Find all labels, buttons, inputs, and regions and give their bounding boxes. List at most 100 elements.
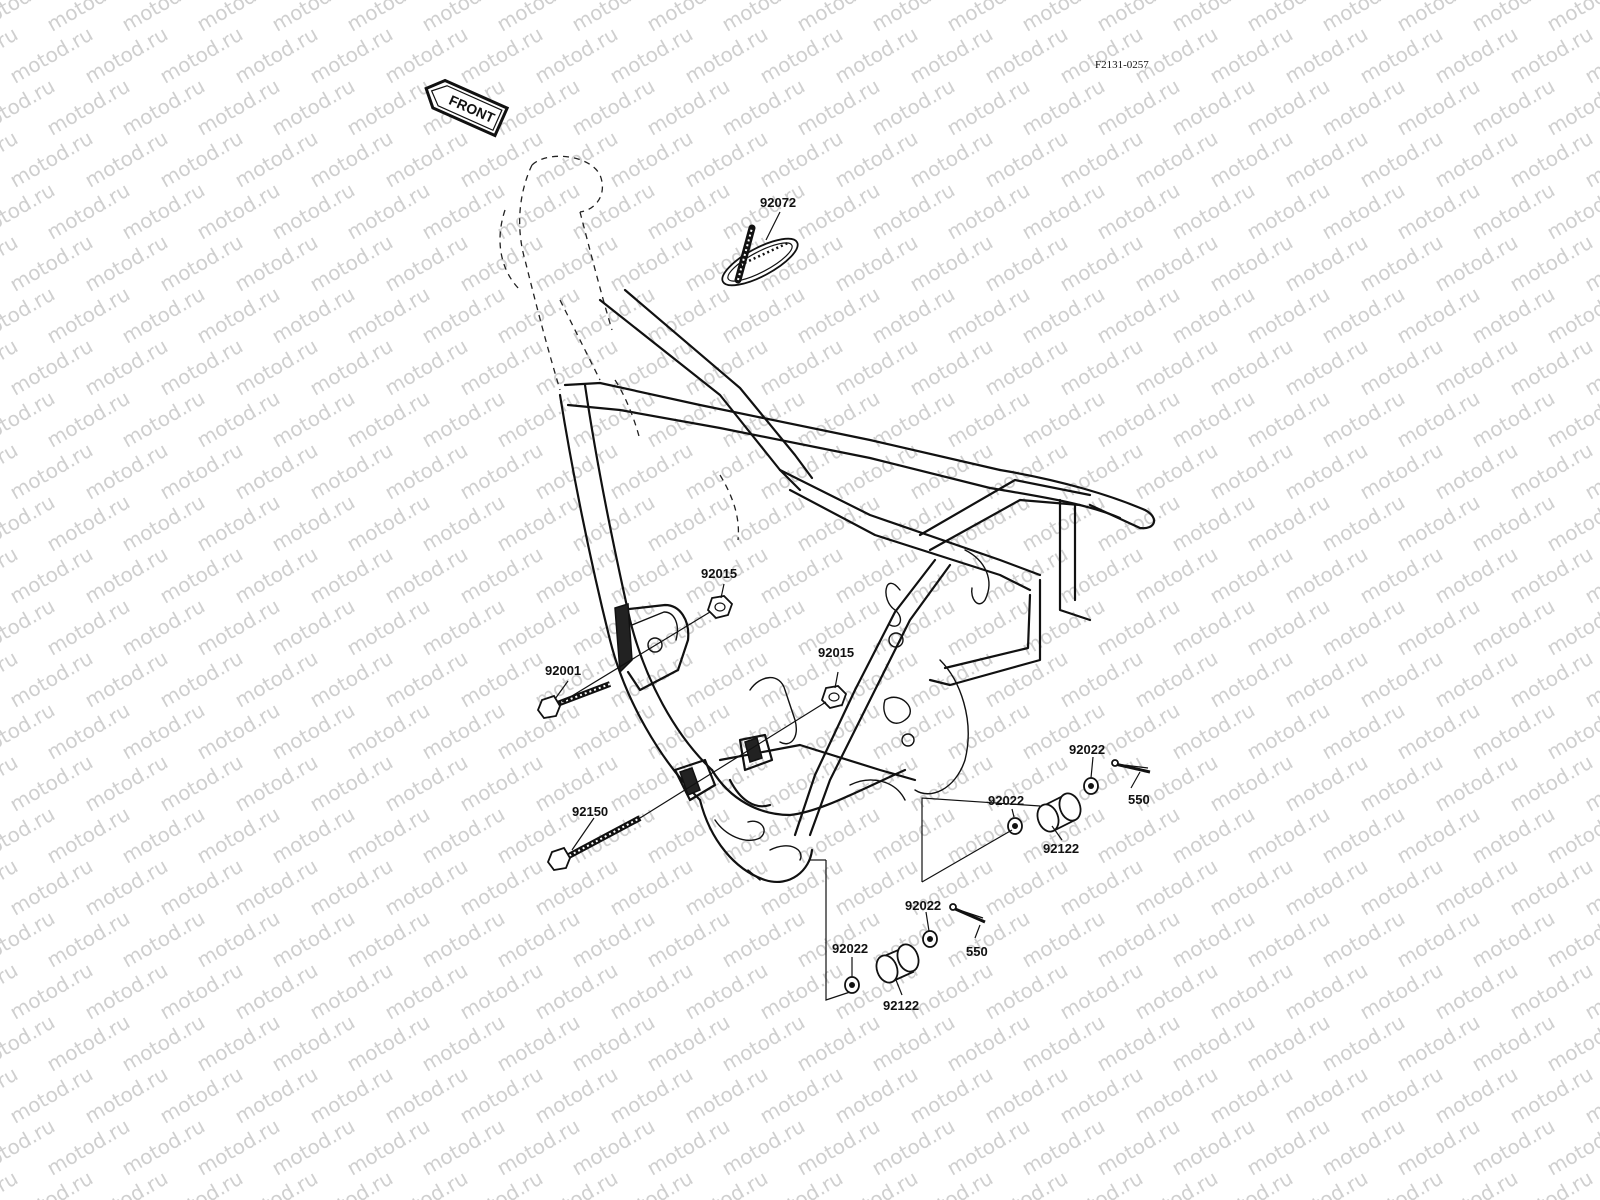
watermark-text: motod.ru — [268, 386, 359, 453]
watermark-text: motod.ru — [1093, 802, 1184, 869]
watermark-text: motod.ru — [43, 802, 134, 869]
watermark-text: motod.ru — [118, 74, 209, 141]
watermark-text: motod.ru — [793, 698, 884, 765]
watermark-text: motod.ru — [568, 386, 659, 453]
watermark-text: motod.ru — [493, 178, 584, 245]
watermark-text: motod.ru — [268, 74, 359, 141]
watermark-text: motod.ru — [718, 282, 809, 349]
watermark-text: motod.ru — [1243, 178, 1334, 245]
watermark-text: motod.ru — [118, 802, 209, 869]
watermark-text: motod.ru — [193, 178, 284, 245]
watermark-text: motod.ru — [43, 594, 134, 661]
watermark-text: motod.ru — [493, 1010, 584, 1077]
watermark-text: motod.ru — [1468, 906, 1559, 973]
watermark-text: motod.ru — [1318, 802, 1409, 869]
watermark-text: motod.ru — [868, 74, 959, 141]
bushing-set-right — [1007, 759, 1151, 835]
watermark-text: motod.ru — [868, 802, 959, 869]
watermark-text: motod.ru — [943, 698, 1034, 765]
watermark-text: motod.ru — [568, 74, 659, 141]
watermark-text: motod.ru — [1468, 1010, 1559, 1077]
watermark-text: motod.ru — [793, 282, 884, 349]
watermark-text: motod.ru — [118, 282, 209, 349]
drawing-code: F2131-0257 — [1095, 59, 1149, 71]
watermark-text: motod.ru — [1243, 698, 1334, 765]
watermark-text: motod.ru — [643, 74, 734, 141]
watermark-text: motod.ru — [193, 1010, 284, 1077]
watermark-text: motod.ru — [418, 1010, 509, 1077]
watermark-text: motod.ru — [43, 386, 134, 453]
watermark-text: motod.ru — [793, 1114, 884, 1181]
callout-92022-lower-left: 92022 — [832, 941, 868, 956]
watermark-text: motod.ru — [1468, 386, 1559, 453]
watermark-text: motod.ru — [493, 1114, 584, 1181]
watermark-text: motod.ru — [43, 698, 134, 765]
watermark-text: motod.ru — [943, 802, 1034, 869]
watermark-text: motod.ru — [793, 178, 884, 245]
watermark-text: motod.ru — [493, 386, 584, 453]
watermark-text: motod.ru — [1018, 1010, 1109, 1077]
watermark-text: motod.ru — [493, 594, 584, 661]
watermark-text: motod.ru — [1018, 906, 1109, 973]
watermark-text: motod.ru — [1468, 594, 1559, 661]
watermark-text: motod.ru — [868, 282, 959, 349]
watermark-text: motod.ru — [343, 74, 434, 141]
watermark-text: motod.ru — [418, 594, 509, 661]
watermark-text: motod.ru — [43, 906, 134, 973]
watermark-text: motod.ru — [643, 906, 734, 973]
watermark-text: motod.ru — [193, 594, 284, 661]
watermark-text: motod.ru — [268, 698, 359, 765]
watermark-text: motod.ru — [1318, 594, 1409, 661]
watermark-text: motod.ru — [343, 490, 434, 557]
watermark-text: motod.ru — [943, 282, 1034, 349]
watermark-text: motod.ru — [1018, 490, 1109, 557]
watermark-text: motod.ru — [1168, 490, 1259, 557]
watermark-text: motod.ru — [643, 1010, 734, 1077]
watermark-text: motod.ru — [1393, 698, 1484, 765]
watermark-text: motod.ru — [1468, 178, 1559, 245]
watermark-text: motod.ru — [1018, 594, 1109, 661]
callout-92015-lower: 92015 — [818, 645, 854, 660]
watermark-text: motod.ru — [1168, 1010, 1259, 1077]
watermark-text: motod.ru — [268, 1114, 359, 1181]
watermark-text: motod.ru — [1243, 906, 1334, 973]
watermark-text: motod.ru — [193, 282, 284, 349]
watermark-text: motod.ru — [1093, 594, 1184, 661]
watermark-text: motod.ru — [1168, 282, 1259, 349]
watermark-text: motod.ru — [568, 1010, 659, 1077]
watermark-text: motod.ru — [1018, 178, 1109, 245]
watermark-text: motod.ru — [643, 802, 734, 869]
watermark-text: motod.ru — [718, 1010, 809, 1077]
watermark-text: motod.ru — [43, 178, 134, 245]
watermark-text: motod.ru — [1168, 594, 1259, 661]
watermark-text: motod.ru — [1468, 282, 1559, 349]
watermark-text: motod.ru — [268, 594, 359, 661]
watermark-text: motod.ru — [1318, 490, 1409, 557]
callout-92022-mid-right: 92022 — [988, 793, 1024, 808]
watermark-text: motod.ru — [1243, 1114, 1334, 1181]
callout-labels: 92072 92015 92015 92001 92150 92022 9202… — [545, 195, 1150, 1013]
bolt-part-92001 — [536, 681, 612, 719]
bushing-set-lower — [844, 903, 986, 994]
watermark-text: motod.ru — [343, 594, 434, 661]
watermark-text: motod.ru — [193, 802, 284, 869]
watermark-text: motod.ru — [418, 490, 509, 557]
watermark-text: motod.ru — [1393, 386, 1484, 453]
watermark-text: motod.ru — [118, 178, 209, 245]
watermark-text: motod.ru — [1168, 178, 1259, 245]
watermark-text: motod.ru — [718, 74, 809, 141]
watermark-text: motod.ru — [868, 698, 959, 765]
watermark-text: motod.ru — [568, 282, 659, 349]
nut-part-lower — [820, 685, 848, 709]
watermark-text: motod.ru — [418, 906, 509, 973]
watermark-text: motod.ru — [118, 906, 209, 973]
watermark-text: motod.ru — [1243, 282, 1334, 349]
watermark-text: motod.ru — [118, 1010, 209, 1077]
watermark-text: motod.ru — [118, 386, 209, 453]
watermark-text: motod.ru — [1093, 490, 1184, 557]
watermark-text: motod.ru — [568, 906, 659, 973]
watermark-text: motod.ru — [1393, 490, 1484, 557]
watermark-text: motod.ru — [1093, 698, 1184, 765]
watermark-text: motod.ru — [568, 1114, 659, 1181]
